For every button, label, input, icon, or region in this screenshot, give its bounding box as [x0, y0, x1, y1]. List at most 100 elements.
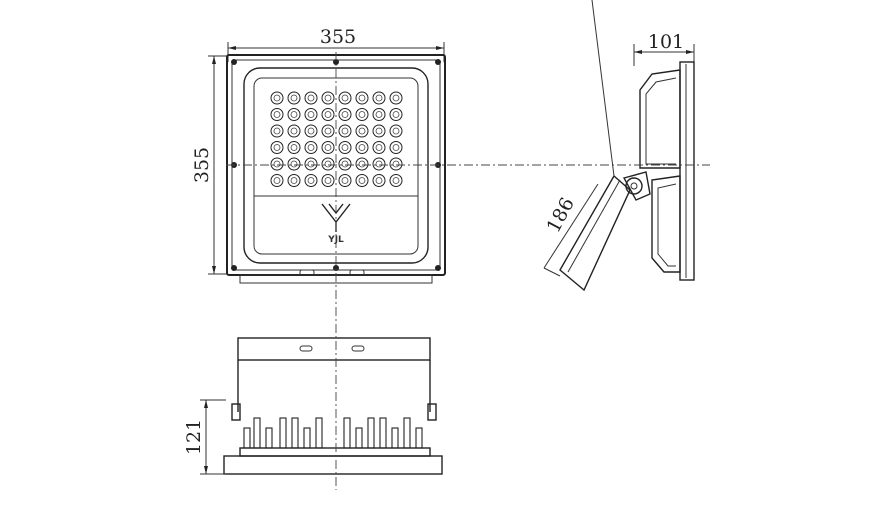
bracket-length-label: 186 — [542, 194, 578, 236]
heat-sink-fins — [243, 417, 423, 449]
led-core — [375, 111, 383, 118]
front-width-dimension: 355 — [227, 26, 445, 62]
led-lens — [287, 174, 301, 187]
led-lens — [389, 174, 403, 187]
led-core — [324, 94, 332, 102]
led-core — [392, 127, 400, 135]
side-housing-lower — [651, 175, 681, 273]
side-view: 101 186 — [542, 0, 695, 292]
mounting-bracket — [559, 174, 631, 292]
heat-sink-fin — [415, 427, 423, 449]
led-lens — [389, 91, 403, 105]
front-height-label: 355 — [191, 147, 213, 183]
led-core — [290, 111, 298, 118]
led-core — [290, 127, 298, 135]
front-view: 355 355 — [191, 26, 446, 284]
led-lens — [338, 108, 352, 121]
led-lens — [372, 91, 386, 105]
led-lens — [304, 124, 318, 138]
front-width-label: 355 — [320, 26, 356, 48]
led-lens — [304, 91, 318, 105]
led-lens — [389, 157, 403, 171]
led-lens — [389, 124, 403, 138]
led-core — [324, 177, 332, 184]
led-lens — [338, 141, 352, 154]
bracket-plate — [237, 337, 431, 361]
led-core — [273, 177, 281, 184]
led-core — [324, 127, 332, 135]
led-core — [341, 94, 349, 102]
heat-sink-fin — [265, 427, 273, 449]
led-lens — [270, 108, 284, 121]
led-lens — [355, 157, 369, 171]
led-core — [358, 160, 366, 168]
bottom-height-dimension: 121 — [183, 399, 226, 475]
led-lens — [338, 91, 352, 105]
led-lens — [287, 157, 301, 171]
led-core — [324, 160, 332, 168]
heat-sink-fin — [303, 427, 311, 449]
led-core — [307, 111, 315, 118]
heat-sink-fin — [253, 417, 261, 449]
led-lens — [270, 124, 284, 138]
led-core — [392, 94, 400, 102]
led-core — [392, 177, 400, 184]
led-lens — [304, 108, 318, 121]
led-lens — [287, 141, 301, 154]
led-core — [375, 144, 383, 151]
led-lens — [304, 141, 318, 154]
led-core — [273, 144, 281, 151]
led-core — [358, 94, 366, 102]
heat-sink-fin — [291, 417, 299, 449]
led-lens — [338, 124, 352, 138]
led-core — [341, 177, 349, 184]
led-lens — [389, 108, 403, 121]
led-lens — [287, 124, 301, 138]
led-lens — [287, 91, 301, 105]
led-grid — [270, 91, 403, 187]
led-core — [307, 144, 315, 151]
led-core — [358, 111, 366, 118]
led-lens — [355, 141, 369, 154]
led-core — [290, 144, 298, 151]
led-core — [290, 160, 298, 168]
led-core — [273, 127, 281, 135]
led-lens — [338, 174, 352, 187]
led-core — [341, 111, 349, 118]
heat-sink-fin — [379, 417, 387, 449]
led-lens — [372, 174, 386, 187]
led-lens — [355, 174, 369, 187]
led-lens — [270, 174, 284, 187]
led-core — [392, 111, 400, 118]
led-lens — [372, 124, 386, 138]
led-core — [307, 160, 315, 168]
led-core — [307, 177, 315, 184]
led-lens — [355, 124, 369, 138]
led-lens — [338, 157, 352, 171]
led-lens — [270, 91, 284, 105]
led-core — [358, 144, 366, 151]
led-core — [375, 127, 383, 135]
center-lines — [226, 52, 710, 490]
heat-sink-fin — [367, 417, 375, 449]
led-core — [307, 127, 315, 135]
heat-sink-fin — [279, 417, 287, 449]
led-core — [307, 94, 315, 102]
led-core — [375, 177, 383, 184]
led-core — [324, 111, 332, 118]
led-core — [341, 160, 349, 168]
led-lens — [321, 157, 335, 171]
led-lens — [372, 108, 386, 121]
led-lens — [389, 141, 403, 154]
led-lens — [321, 124, 335, 138]
led-lens — [321, 141, 335, 154]
led-lens — [270, 157, 284, 171]
side-depth-dimension: 101 — [633, 31, 695, 66]
heat-sink-fin — [403, 417, 411, 449]
led-lens — [355, 91, 369, 105]
side-depth-label: 101 — [648, 31, 684, 53]
led-lens — [304, 174, 318, 187]
led-core — [341, 144, 349, 151]
side-housing-upper — [639, 69, 681, 169]
